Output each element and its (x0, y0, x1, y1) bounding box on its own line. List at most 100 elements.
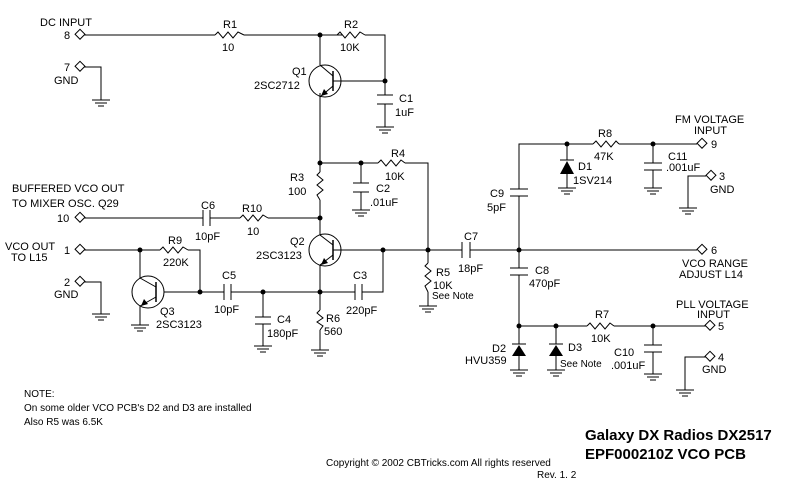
terminal-5-number: 5 (718, 321, 724, 333)
terminal-8: 8 DC INPUT (40, 17, 92, 42)
resistor-r3 (316, 171, 324, 201)
note-line-1: On some older VCO PCB's D2 and D3 are in… (24, 403, 252, 414)
junctions (137, 32, 656, 329)
q3-ref: Q3 (160, 306, 175, 318)
r8-value: 47K (594, 151, 614, 163)
c6-value: 10pF (195, 231, 220, 243)
capacitor-c1 (377, 94, 393, 105)
resistor-r9 (159, 246, 189, 254)
r5-ref: R5 (436, 267, 450, 279)
terminal-8-number: 8 (64, 30, 70, 42)
r6-ref: R6 (326, 313, 340, 325)
terminal-10: 10 BUFFERED VCO OUT TO MIXER OSC. Q29 (12, 183, 125, 225)
c10-value: .001uF (611, 360, 646, 372)
r3-value: 100 (288, 186, 306, 198)
note-line-2: Also R5 was 6.5K (24, 417, 103, 428)
terminal-1: 1 VCO OUT TO L15 (5, 241, 86, 264)
terminal-10-number: 10 (57, 213, 69, 225)
terminal-5: 5 PLL VOLTAGE INPUT (676, 299, 749, 333)
c6-ref: C6 (201, 200, 215, 212)
resistor-r4 (377, 159, 406, 167)
c5-value: 10pF (214, 304, 239, 316)
wires (84, 34, 706, 390)
capacitor-c5 (223, 284, 232, 300)
note-heading: NOTE: (24, 389, 55, 400)
title-block: Galaxy DX Radios DX2517 EPF000210Z VCO P… (326, 427, 772, 480)
terminal-5-label-2: INPUT (697, 309, 730, 321)
c3-ref: C3 (353, 270, 367, 282)
r3-ref: R3 (290, 172, 304, 184)
terminal-3-number: 3 (719, 171, 725, 183)
terminal-3: 3 GND (705, 169, 735, 196)
r6-value: 560 (324, 326, 342, 338)
capacitor-c6 (202, 210, 211, 226)
c7-ref: C7 (464, 231, 478, 243)
resistor-r1 (214, 31, 245, 39)
terminal-7-label: GND (54, 75, 79, 87)
d1-ref: D1 (578, 161, 592, 173)
terminal-4-label: GND (702, 364, 727, 376)
c2-value: .01uF (370, 197, 398, 209)
capacitor-c10 (644, 344, 662, 353)
title-line-1: Galaxy DX Radios DX2517 (585, 427, 772, 444)
r5-note: See Note (432, 291, 474, 302)
d3-ref: D3 (568, 342, 582, 354)
terminal-5-label-1: PLL VOLTAGE (676, 299, 749, 311)
diode-d2 (512, 343, 526, 356)
c9-value: 5pF (487, 202, 506, 214)
c4-ref: C4 (277, 314, 291, 326)
capacitor-c9 (510, 188, 528, 197)
c1-ref: C1 (399, 93, 413, 105)
c11-ref: C11 (668, 151, 687, 163)
r4-ref: R4 (391, 148, 405, 160)
r7-value: 10K (591, 333, 611, 345)
c8-ref: C8 (535, 265, 549, 277)
c7-value: 18pF (458, 263, 483, 275)
terminal-1-number: 1 (64, 245, 70, 257)
terminal-9-number: 9 (711, 139, 717, 151)
terminal-6-label-1: VCO RANGE (682, 258, 748, 270)
r7-ref: R7 (595, 309, 609, 321)
c4-value: 180pF (267, 328, 298, 340)
q1-value: 2SC2712 (254, 80, 300, 92)
title-line-2: EPF000210Z VCO PCB (585, 446, 746, 463)
terminal-2-label: GND (54, 289, 79, 301)
q3-value: 2SC3123 (156, 319, 202, 331)
terminal-10-label-1: BUFFERED VCO OUT (12, 183, 125, 195)
r1-value: 10 (222, 42, 234, 54)
d2-ref: D2 (492, 343, 506, 355)
r8-ref: R8 (598, 128, 612, 140)
terminal-6: 6 VCO RANGE ADJUST L14 (679, 243, 748, 281)
r4-value: 10K (385, 171, 405, 183)
c5-ref: C5 (222, 270, 236, 282)
transistor-q3 (131, 275, 165, 309)
notes-block: NOTE: On some older VCO PCB's D2 and D3 … (24, 389, 252, 428)
terminal-1-label-1: VCO OUT (5, 241, 55, 253)
capacitor-c2 (353, 182, 369, 193)
component-labels: R1 10 R2 10K Q1 2SC2712 C1 1uF R3 100 R4… (156, 19, 701, 372)
transistor-q1 (308, 58, 342, 98)
resistor-r5 (424, 262, 432, 293)
r2-value: 10K (340, 42, 360, 54)
terminal-2-number: 2 (64, 277, 70, 289)
terminal-1-label-2: TO L15 (11, 252, 48, 264)
c9-ref: C9 (490, 188, 504, 200)
transistor-q2 (308, 233, 342, 267)
d3-note: See Note (560, 359, 602, 370)
diode-d1 (560, 159, 574, 174)
terminal-10-label-2: TO MIXER OSC. Q29 (12, 198, 119, 210)
terminal-9: 9 FM VOLTAGE INPUT (675, 114, 744, 151)
r1-ref: R1 (223, 19, 237, 31)
resistor-r6 (316, 309, 324, 331)
terminal-9-label-1: FM VOLTAGE (675, 114, 744, 126)
capacitor-c4 (255, 316, 271, 325)
resistor-r10 (239, 214, 269, 222)
c8-value: 470pF (529, 278, 560, 290)
terminal-9-label-2: INPUT (694, 125, 727, 137)
terminal-4-number: 4 (718, 352, 724, 364)
terminal-6-label-2: ADJUST L14 (679, 269, 743, 281)
q2-ref: Q2 (290, 236, 305, 248)
r2-ref: R2 (344, 19, 358, 31)
resistor-r7 (586, 322, 615, 330)
